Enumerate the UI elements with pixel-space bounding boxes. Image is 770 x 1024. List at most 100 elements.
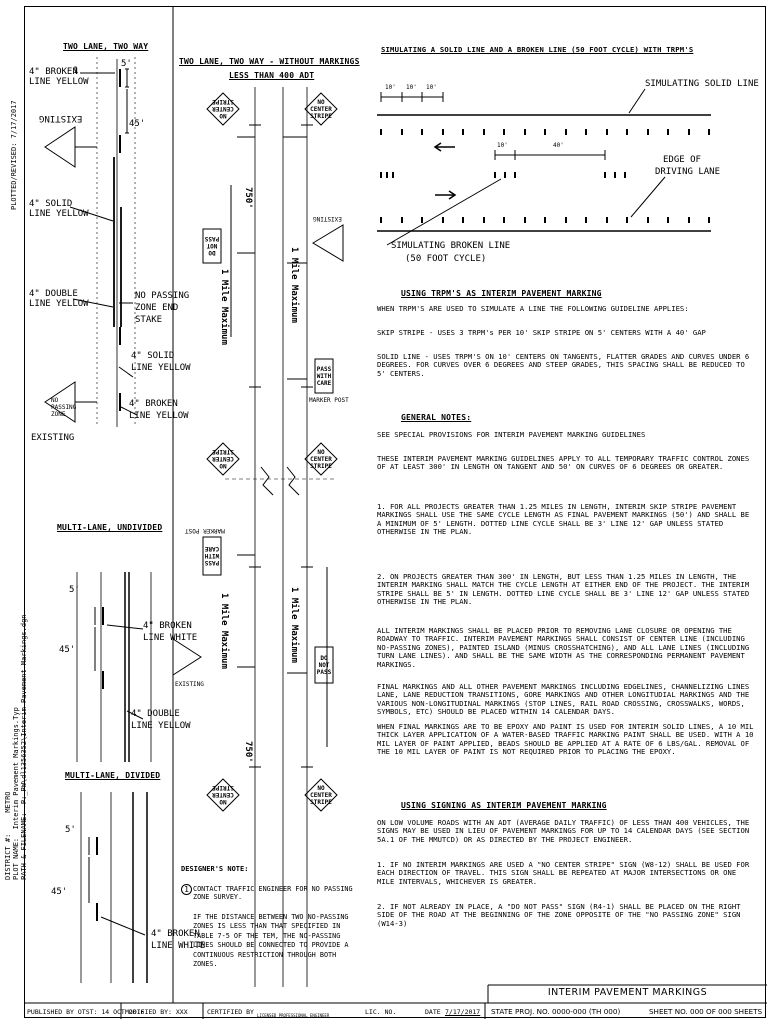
designers-note-circle: 1 bbox=[181, 884, 192, 895]
multi-lane-undivided-title: MULTI-LANE, UNDIVIDED bbox=[57, 523, 163, 532]
double-yellow-label-2: LINE YELLOW bbox=[29, 299, 89, 309]
mu-dim-45: 45' bbox=[59, 645, 76, 655]
dim-10d: 10' bbox=[497, 142, 508, 149]
dim-5: 5' bbox=[121, 59, 132, 69]
two-lane-title: TWO LANE, TWO WAY bbox=[63, 42, 149, 51]
line-work bbox=[25, 7, 767, 1019]
designers-note-2: IF THE DISTANCE BETWEEN TWO NO-PASSING Z… bbox=[193, 913, 349, 969]
multi-lane-divided-diagram bbox=[80, 792, 148, 983]
dim-10c: 10' bbox=[426, 84, 437, 91]
npz-triangle-top bbox=[312, 224, 344, 262]
mile-max-label-4: 1 Mile Maximum bbox=[289, 587, 299, 663]
pass-with-care-bottom-text: PASS WITH CARE bbox=[204, 545, 220, 567]
edge-of-lane-label-2: DRIVING LANE bbox=[655, 167, 721, 177]
diamond-sign-4 bbox=[304, 442, 338, 476]
dim-45: 45' bbox=[129, 119, 146, 129]
general-note-5: ALL INTERIM MARKINGS SHALL BE PLACED PRI… bbox=[377, 626, 750, 669]
no-passing-end-label: NO PASSING bbox=[135, 291, 190, 301]
no-passing-end-label-3: STAKE bbox=[135, 315, 163, 325]
double-yellow-label: 4" DOUBLE bbox=[29, 289, 78, 299]
broken-yellow-b-label: 4" BROKEN bbox=[129, 399, 178, 409]
date-label: DATE bbox=[425, 1008, 441, 1016]
date-value: 7/17/2017 bbox=[445, 1008, 481, 1016]
md-dim-45: 45' bbox=[51, 887, 68, 897]
general-note-3: 1. FOR ALL PROJECTS GREATER THAN 1.25 MI… bbox=[377, 502, 750, 537]
md-broken-white-label-2: LINE WHITE bbox=[151, 941, 206, 951]
no-passing-end-label-2: ZONE END bbox=[135, 303, 179, 313]
diamond-sign-5 bbox=[206, 778, 240, 812]
general-notes-title: GENERAL NOTES: bbox=[401, 413, 472, 422]
multi-lane-divided-title: MULTI-LANE, DIVIDED bbox=[65, 771, 161, 780]
designers-note-1: CONTACT TRAFFIC ENGINEER FOR NO PASSING … bbox=[193, 885, 353, 902]
sheet-number: SHEET NO. 000 OF 000 SHEETS bbox=[649, 1007, 763, 1016]
mu-broken-white-label: 4" BROKEN bbox=[143, 621, 192, 631]
lic-no-label: LIC. NO. bbox=[365, 1008, 397, 1016]
md-broken-white-label: 4" BROKEN bbox=[151, 929, 200, 939]
mile-max-label-3: 1 Mile Maximum bbox=[219, 593, 229, 669]
trpm-notes-title: USING TRPM'S AS INTERIM PAVEMENT MARKING bbox=[401, 289, 602, 298]
pass-with-care-sign-top bbox=[314, 358, 334, 394]
npz-sign-text: NO PASSING ZONE bbox=[51, 397, 77, 418]
marker-post-label-top: MARKER POST bbox=[309, 397, 349, 404]
dim-750-bottom: 750' bbox=[243, 741, 253, 763]
simulating-broken-label: SIMULATING BROKEN LINE bbox=[391, 241, 511, 251]
broken-yellow-top-label-2: LINE YELLOW bbox=[29, 77, 89, 87]
broken-yellow-b-label-2: LINE YELLOW bbox=[129, 411, 189, 421]
mu-broken-white-label-2: LINE WHITE bbox=[143, 633, 198, 643]
solid-yellow-label-2: LINE YELLOW bbox=[29, 209, 89, 219]
do-not-pass-bottom-text: DO NOT PASS bbox=[316, 654, 332, 676]
dim-750-top: 750' bbox=[243, 187, 253, 209]
simulating-broken-label-2: (50 FOOT CYCLE) bbox=[405, 254, 487, 264]
published-by: PUBLISHED BY OTST: 14 OCT 2016 bbox=[27, 1008, 145, 1016]
dim-40: 40' bbox=[553, 142, 564, 149]
mu-dim-5: 5' bbox=[69, 585, 80, 595]
diamond-sign-1 bbox=[206, 92, 240, 126]
certified-by-label: CERTIFIED BY bbox=[207, 1008, 254, 1016]
diamond-sign-3 bbox=[206, 442, 240, 476]
general-note-6: FINAL MARKINGS AND ALL OTHER PAVEMENT MA… bbox=[377, 682, 750, 717]
do-not-pass-sign-bottom bbox=[314, 646, 334, 684]
signing-note-1: ON LOW VOLUME ROADS WITH AN ADT (AVERAGE… bbox=[377, 818, 750, 844]
general-note-7: WHEN FINAL MARKINGS ARE TO BE EPOXY AND … bbox=[377, 722, 754, 757]
designers-note-title: DESIGNER'S NOTE: bbox=[181, 865, 249, 873]
two-lane-diagram bbox=[44, 57, 138, 427]
trpm-note-3: SOLID LINE - USES TRPM'S ON 10' CENTERS … bbox=[377, 352, 750, 378]
plotted-date: PLOTTED/REVISED: 7/17/2017 bbox=[10, 100, 18, 210]
existing-label-top: EXISTING bbox=[39, 113, 83, 123]
general-note-4: 2. ON PROJECTS GREATER THAN 300' IN LENG… bbox=[377, 572, 750, 607]
plot-name-label: PLOT NAME: Interim Pavement Markings.Typ bbox=[12, 707, 20, 880]
general-note-2: THESE INTERIM PAVEMENT MARKING GUIDELINE… bbox=[377, 454, 750, 472]
signing-note-3: 2. IF NOT ALREADY IN PLACE, A "DO NOT PA… bbox=[377, 902, 741, 928]
drawing-sheet: TWO LANE, TWO WAY 4" BROKEN LINE YELLOW … bbox=[24, 6, 767, 1019]
general-note-1: SEE SPECIAL PROVISIONS FOR INTERIM PAVEM… bbox=[377, 430, 646, 439]
state-project-number: STATE PROJ. NO. 0000-000 (TH 000) bbox=[491, 1007, 621, 1016]
existing-label-mid-bottom: EXISTING bbox=[175, 681, 204, 688]
modified-by: MODIFIED BY: XXX bbox=[125, 1008, 188, 1016]
no-center-stripe-sign-4: NO CENTER STRIPE bbox=[310, 448, 332, 470]
broken-yellow-top-label: 4" BROKEN bbox=[29, 67, 78, 77]
mile-max-label-2: 1 Mile Maximum bbox=[289, 247, 299, 323]
no-markings-subtitle: LESS THAN 400 ADT bbox=[229, 71, 315, 80]
dim-10a: 10' bbox=[385, 84, 396, 91]
existing-label-mid-top: EXISTING bbox=[313, 215, 342, 222]
edge-of-lane-label: EDGE OF bbox=[663, 155, 701, 165]
mu-double-yellow-label-2: LINE YELLOW bbox=[131, 721, 191, 731]
signing-note-2: 1. IF NO INTERIM MARKINGS ARE USED A "NO… bbox=[377, 860, 750, 886]
trpm-diagram bbox=[377, 88, 711, 246]
signing-notes-title: USING SIGNING AS INTERIM PAVEMENT MARKIN… bbox=[401, 801, 607, 810]
solid-yellow-label: 4" SOLID bbox=[29, 199, 73, 209]
no-center-stripe-sign-6: NO CENTER STRIPE bbox=[310, 784, 332, 806]
no-center-stripe-sign-1: NO CENTER STRIPE bbox=[212, 98, 234, 120]
multi-lane-undivided-diagram bbox=[76, 572, 152, 762]
trpm-note-1: WHEN TRPM'S ARE USED TO SIMULATE A LINE … bbox=[377, 304, 689, 313]
no-center-stripe-sign-2: NO CENTER STRIPE bbox=[310, 98, 332, 120]
diamond-sign-2 bbox=[304, 92, 338, 126]
marker-post-label-bottom: MARKER POST bbox=[185, 527, 225, 534]
note-circle-1: 1 bbox=[73, 66, 79, 76]
no-center-stripe-sign-3: NO CENTER STRIPE bbox=[212, 448, 234, 470]
do-not-pass-sign-top-text: DO NOT PASS bbox=[204, 235, 220, 257]
licensed-engineer-label: LICENSED PROFESSIONAL ENGINEER bbox=[257, 1013, 330, 1018]
pass-with-care-top-text: PASS WITH CARE bbox=[316, 365, 332, 387]
mu-double-yellow-label: 4" DOUBLE bbox=[131, 709, 180, 719]
mile-max-label-1: 1 Mile Maximum bbox=[219, 269, 229, 345]
